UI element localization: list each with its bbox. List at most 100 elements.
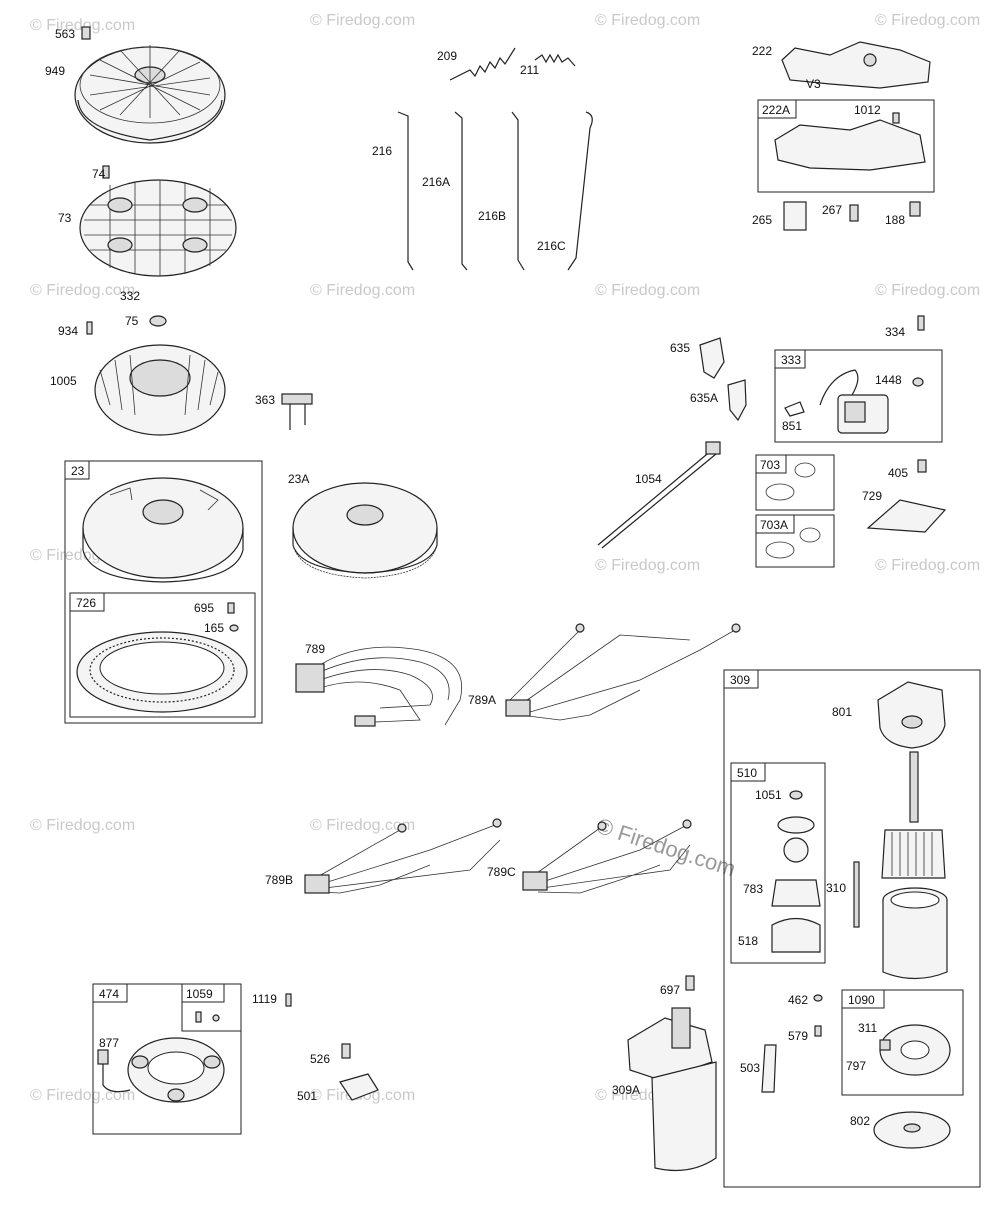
part-334-screw xyxy=(917,315,925,331)
label-23: 23 xyxy=(71,464,85,478)
watermark: © Firedog.com xyxy=(595,282,700,299)
label-462: 462 xyxy=(788,993,808,1007)
label-309A: 309A xyxy=(612,1083,640,1097)
watermark: © Firedog.com xyxy=(30,1087,135,1104)
part-802-end-cap xyxy=(873,1111,951,1149)
part-209-spring xyxy=(449,47,516,81)
label-801: 801 xyxy=(832,705,852,719)
label-563: 563 xyxy=(55,27,75,41)
box-474 xyxy=(92,983,242,1135)
label-23A: 23A xyxy=(288,472,309,486)
label-851: 851 xyxy=(782,419,802,433)
label-1119: 1119 xyxy=(252,992,277,1006)
part-265-clip xyxy=(783,201,807,231)
label-729: 729 xyxy=(862,489,882,503)
label-165: 165 xyxy=(204,621,224,635)
label-695: 695 xyxy=(194,601,214,615)
part-1090-brush-plate xyxy=(879,1024,951,1076)
label-216: 216 xyxy=(372,144,392,158)
label-579: 579 xyxy=(788,1029,808,1043)
part-216-rods xyxy=(397,111,593,271)
watermark: © Firedog.com xyxy=(30,282,135,299)
part-789A-harness xyxy=(505,623,741,721)
label-503: 503 xyxy=(740,1061,760,1075)
part-222-bracket xyxy=(781,41,931,89)
label-75: 75 xyxy=(125,314,139,328)
part-333-armature xyxy=(784,369,924,434)
part-729-plate xyxy=(866,499,947,533)
part-789C-harness xyxy=(522,819,692,894)
part-309A-starter xyxy=(627,1007,717,1172)
part-801-end-plate xyxy=(877,681,946,749)
watermark: © Firedog.com xyxy=(875,282,980,299)
label-789: 789 xyxy=(305,642,325,656)
part-188-screw xyxy=(909,201,921,217)
watermark: © Firedog.com xyxy=(310,12,415,29)
label-1448: 1448 xyxy=(875,373,902,387)
label-334: 334 xyxy=(885,325,905,339)
part-789-harness xyxy=(295,646,462,727)
label-877: 877 xyxy=(99,1036,119,1050)
label-726: 726 xyxy=(76,596,96,610)
label-73: 73 xyxy=(58,211,72,225)
part-789B-harness xyxy=(304,818,502,894)
watermark: © Firedog.com xyxy=(310,282,415,299)
label-518: 518 xyxy=(738,934,758,948)
part-267-screw xyxy=(849,204,859,222)
watermark-center: © Firedog.com xyxy=(593,813,738,881)
label-1005: 1005 xyxy=(50,374,77,388)
part-579 xyxy=(814,1025,822,1037)
part-726-ring-gear xyxy=(76,602,248,713)
watermark: © Firedog.com xyxy=(595,12,700,29)
label-267: 267 xyxy=(822,203,842,217)
watermark: © Firedog.com xyxy=(875,557,980,574)
box-1090 xyxy=(841,989,964,1096)
label-1051: 1051 xyxy=(755,788,782,802)
label-1054: 1054 xyxy=(635,472,662,486)
watermark: © Firedog.com xyxy=(30,17,135,34)
label-797: 797 xyxy=(846,1059,866,1073)
label-222A: 222A xyxy=(762,103,790,117)
label-789A: 789A xyxy=(468,693,496,707)
label-332: 332 xyxy=(120,289,140,303)
label-697: 697 xyxy=(660,983,680,997)
label-510: 510 xyxy=(737,766,757,780)
part-1054-tie xyxy=(597,441,721,549)
label-V3: V3 xyxy=(806,77,821,91)
label-188: 188 xyxy=(885,213,905,227)
part-1005-fan xyxy=(86,315,313,436)
part-23A-flywheel xyxy=(292,482,438,579)
label-74: 74 xyxy=(92,167,106,181)
label-474: 474 xyxy=(99,987,119,1001)
part-503 xyxy=(761,1044,777,1093)
part-405-screw xyxy=(917,459,927,473)
label-1090: 1090 xyxy=(848,993,875,1007)
part-501-rectifier xyxy=(339,1073,379,1101)
label-789C: 789C xyxy=(487,865,516,879)
label-789B: 789B xyxy=(265,873,293,887)
part-73-mesh-screen xyxy=(79,165,237,277)
part-armature-shaft xyxy=(881,751,946,879)
part-462 xyxy=(813,994,823,1002)
part-949-screen xyxy=(74,26,226,144)
box-726 xyxy=(69,592,256,718)
label-216C: 216C xyxy=(537,239,566,253)
part-510-drive xyxy=(771,790,821,953)
label-949: 949 xyxy=(45,64,65,78)
part-697-bolt xyxy=(685,975,695,991)
watermark: © Firedog.com xyxy=(310,817,415,834)
part-635A-boot xyxy=(727,379,747,422)
label-211: 211 xyxy=(520,63,539,77)
label-310: 310 xyxy=(826,881,846,895)
part-310-bolt xyxy=(853,861,860,928)
label-265: 265 xyxy=(752,213,772,227)
label-216A: 216A xyxy=(422,175,450,189)
part-211-spring xyxy=(534,53,576,67)
label-934: 934 xyxy=(58,324,78,338)
watermark: © Firedog.com xyxy=(30,817,135,834)
part-635-boot xyxy=(699,337,725,379)
part-474-stator xyxy=(97,1011,225,1103)
label-526: 526 xyxy=(310,1052,330,1066)
box-23 xyxy=(64,460,263,724)
